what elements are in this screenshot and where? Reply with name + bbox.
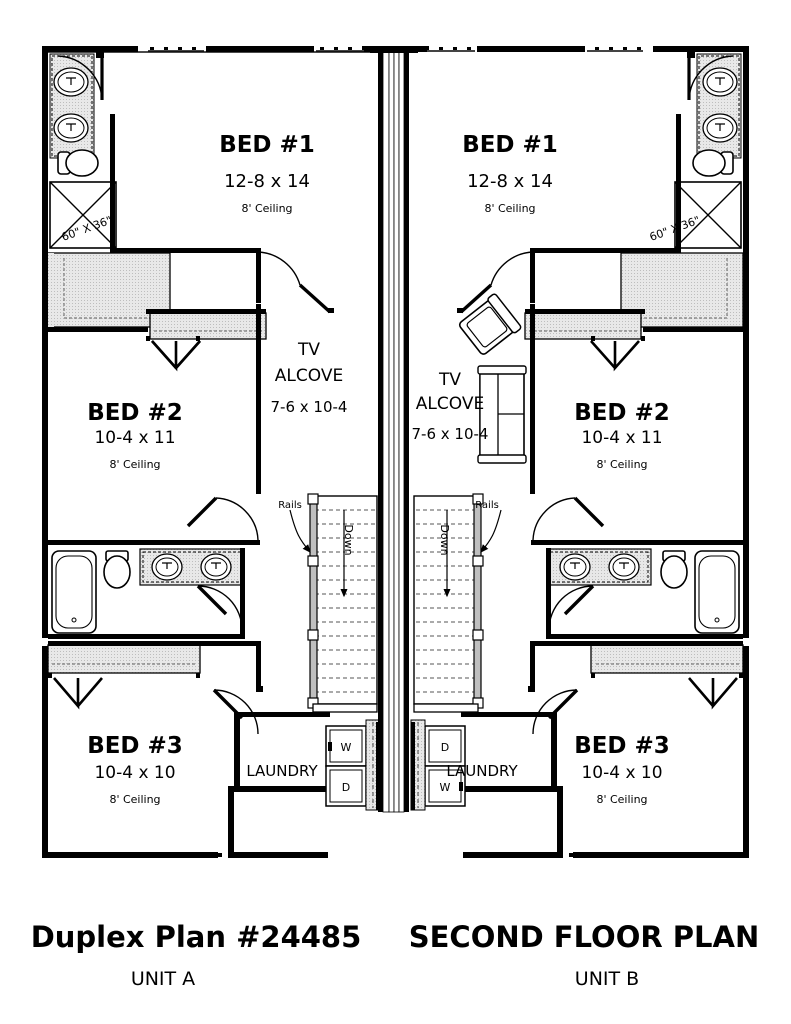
unit-b-bed1-walls [530,248,681,303]
bifold-door [53,677,103,710]
label-bed3-b-ceiling: 8' Ceiling [596,793,647,806]
bed2-door-swing [215,497,259,541]
unit-b-hall-bath [546,548,743,639]
label-rails-a: Rails [278,500,302,511]
label-bed3-b-size: 10-4 x 10 [581,763,662,783]
unit-a-plan [42,46,381,858]
unit-b-stairs [413,493,502,713]
label-bed1-b-size: 12-8 x 14 [467,171,553,192]
unit-a-closets [42,252,267,372]
label-rails-b: Rails [475,500,499,511]
label-tv-a: TV [297,340,320,360]
label-bed2-b: BED #2 [574,400,670,426]
plan-number-title: Duplex Plan #24485 [31,920,362,954]
label-laundry-a: LAUNDRY [246,762,318,780]
unit-a-bed2-walls [42,304,261,545]
bath-door-swing [57,55,103,101]
label-bed2-b-size: 10-4 x 11 [581,428,662,448]
unit-a-stairs [289,493,378,713]
toilet-icon [57,149,99,177]
bed1-door-leaf [298,283,332,314]
label-bed2-a-ceiling: 8' Ceiling [109,458,160,471]
unit-a-master-bath [42,52,161,295]
toilet-icon [692,149,734,177]
label-dryer-b: D [441,741,449,754]
label-bed2-a-size: 10-4 x 11 [94,428,175,448]
label-bed1-a-size: 12-8 x 14 [224,171,310,192]
unit-a-bed1-walls [110,248,261,303]
label-bed1-b-ceiling: 8' Ceiling [484,202,535,215]
label-laundry-b: LAUNDRY [446,762,518,780]
label-tv-b-size: 7-6 x 10-4 [412,425,489,443]
bathtub-icon [694,550,740,634]
unit-a-hall-bath [48,548,260,639]
label-alcove-a: ALCOVE [275,366,343,386]
toilet-icon [103,550,131,589]
bed3-door-swing [213,689,259,735]
bed1-door-swing [257,251,301,286]
dryer-icon [424,725,466,767]
unit-b-closets [524,252,749,372]
unit-b-alcove-furniture [458,293,527,464]
party-wall [370,46,418,813]
toilet-icon [660,550,688,589]
label-alcove-b: ALCOVE [416,394,484,414]
label-washer-b: W [440,781,451,794]
label-bed3-a: BED #3 [87,733,183,759]
closet-bed2 [149,312,267,340]
shower-enclosure [674,181,742,249]
unit-a-bed3-closet [47,641,263,735]
unit-b-bed3-closet [528,641,744,735]
bath2-door-swing [197,585,243,631]
washer-icon [424,765,466,807]
label-bed2-b-ceiling: 8' Ceiling [596,458,647,471]
unit-b-bed2-walls [530,304,749,545]
armchair-icon [458,293,522,355]
label-washer-a: W [341,741,352,754]
label-down-b: Down [438,524,451,555]
label-bed1-a: BED #1 [219,132,315,158]
label-bed1-a-ceiling: 8' Ceiling [241,202,292,215]
unit-b-plan [410,46,749,858]
unit-b-laundry [410,712,557,811]
label-bed3-a-ceiling: 8' Ceiling [109,793,160,806]
label-bed2-a: BED #2 [87,400,183,426]
sofa-icon [477,365,527,464]
label-dryer-a: D [342,781,350,794]
unit-b-label: UNIT B [575,968,639,990]
sheet-title: SECOND FLOOR PLAN [409,920,760,954]
plan-text-labels: BED #1 12-8 x 14 8' Ceiling 60" X 36" BE… [60,132,702,806]
label-tv-b: TV [438,370,461,390]
label-bed1-b: BED #1 [462,132,558,158]
label-down-a: Down [342,524,355,555]
shower-enclosure [49,181,117,249]
title-block: Duplex Plan #24485 SECOND FLOOR PLAN UNI… [31,920,760,990]
label-bed3-a-size: 10-4 x 10 [94,763,175,783]
bathtub-icon [51,550,97,634]
unit-a-laundry [234,712,381,811]
unit-a-label: UNIT A [131,968,195,990]
label-bed3-b: BED #3 [574,733,670,759]
label-tv-a-size: 7-6 x 10-4 [271,398,348,416]
